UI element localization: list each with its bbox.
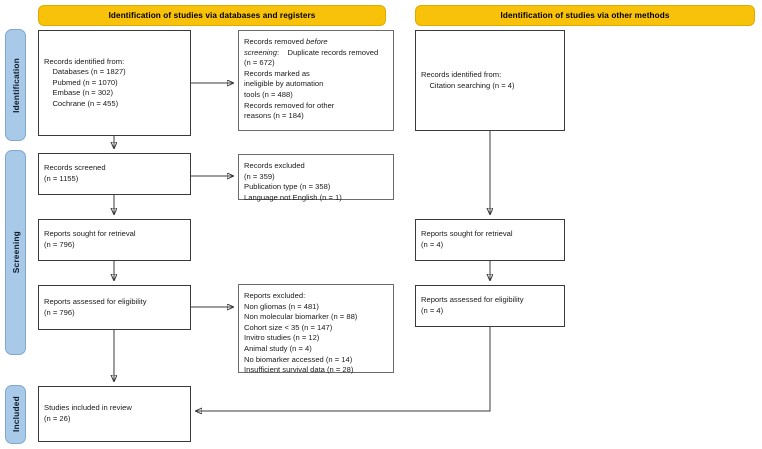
node-records-screened-text: Records screened (n = 1155): [44, 163, 106, 183]
node-reports-sought-retrieval: Reports sought for retrieval (n = 796): [38, 219, 191, 261]
node-records-removed-before-screening: Records removed before screening: Duplica…: [238, 30, 394, 131]
node-reports-assessed-eligibility: Reports assessed for eligibility (n = 79…: [38, 285, 191, 330]
node-reports-sought-retrieval-other-text: Reports sought for retrieval (n = 4): [421, 229, 513, 249]
node-records-excluded: Records excluded (n = 359) Publication t…: [238, 154, 394, 202]
stage-bar-identification: Identification: [5, 29, 26, 141]
node-records-identified-citation-text: Records identified from: Citation search…: [421, 69, 515, 90]
node-reports-excluded: Reports excluded: Non gliomas (n = 481) …: [238, 284, 394, 375]
removed-heading-colon: :: [276, 47, 280, 57]
node-records-removed-before-screening-text: Records removed before screening: Duplica…: [239, 31, 393, 122]
node-reports-assessed-eligibility-text: Reports assessed for eligibility (n = 79…: [44, 296, 147, 317]
node-reports-excluded-text: Reports excluded: Non gliomas (n = 481) …: [244, 291, 358, 375]
node-reports-assessed-eligibility-other-text: Reports assessed for eligibility (n = 4): [421, 295, 524, 315]
node-records-identified-databases-text: Records identified from: Databases (n = …: [44, 56, 126, 108]
node-records-excluded-text: Records excluded (n = 359) Publication t…: [244, 161, 342, 202]
node-records-identified-databases: Records identified from: Databases (n = …: [38, 30, 191, 136]
stage-label-included: Included: [10, 396, 21, 433]
stage-bar-included: Included: [5, 385, 26, 444]
removed-heading-italic-screening: screening: [244, 47, 277, 57]
node-studies-included-review: Studies included in review (n = 26): [38, 386, 191, 442]
node-studies-included-review-text: Studies included in review (n = 26): [44, 403, 132, 423]
removed-heading-part1: Records removed: [244, 37, 307, 46]
banner-databases-registers: Identification of studies via databases …: [38, 5, 386, 26]
node-reports-assessed-eligibility-other: Reports assessed for eligibility (n = 4): [415, 285, 565, 327]
node-records-identified-citation: Records identified from: Citation search…: [415, 30, 565, 131]
removed-body: Duplicate records removed (n = 672) Reco…: [244, 47, 379, 121]
node-records-screened: Records screened (n = 1155): [38, 153, 191, 195]
stage-bar-screening: Screening: [5, 150, 26, 355]
stage-label-screening: Screening: [10, 231, 21, 274]
node-reports-sought-retrieval-other: Reports sought for retrieval (n = 4): [415, 219, 565, 261]
removed-heading-italic-before: before: [306, 37, 328, 46]
banner-other-methods: Identification of studies via other meth…: [415, 5, 755, 26]
stage-label-identification: Identification: [10, 57, 21, 113]
node-reports-sought-retrieval-text: Reports sought for retrieval (n = 796): [44, 229, 136, 249]
